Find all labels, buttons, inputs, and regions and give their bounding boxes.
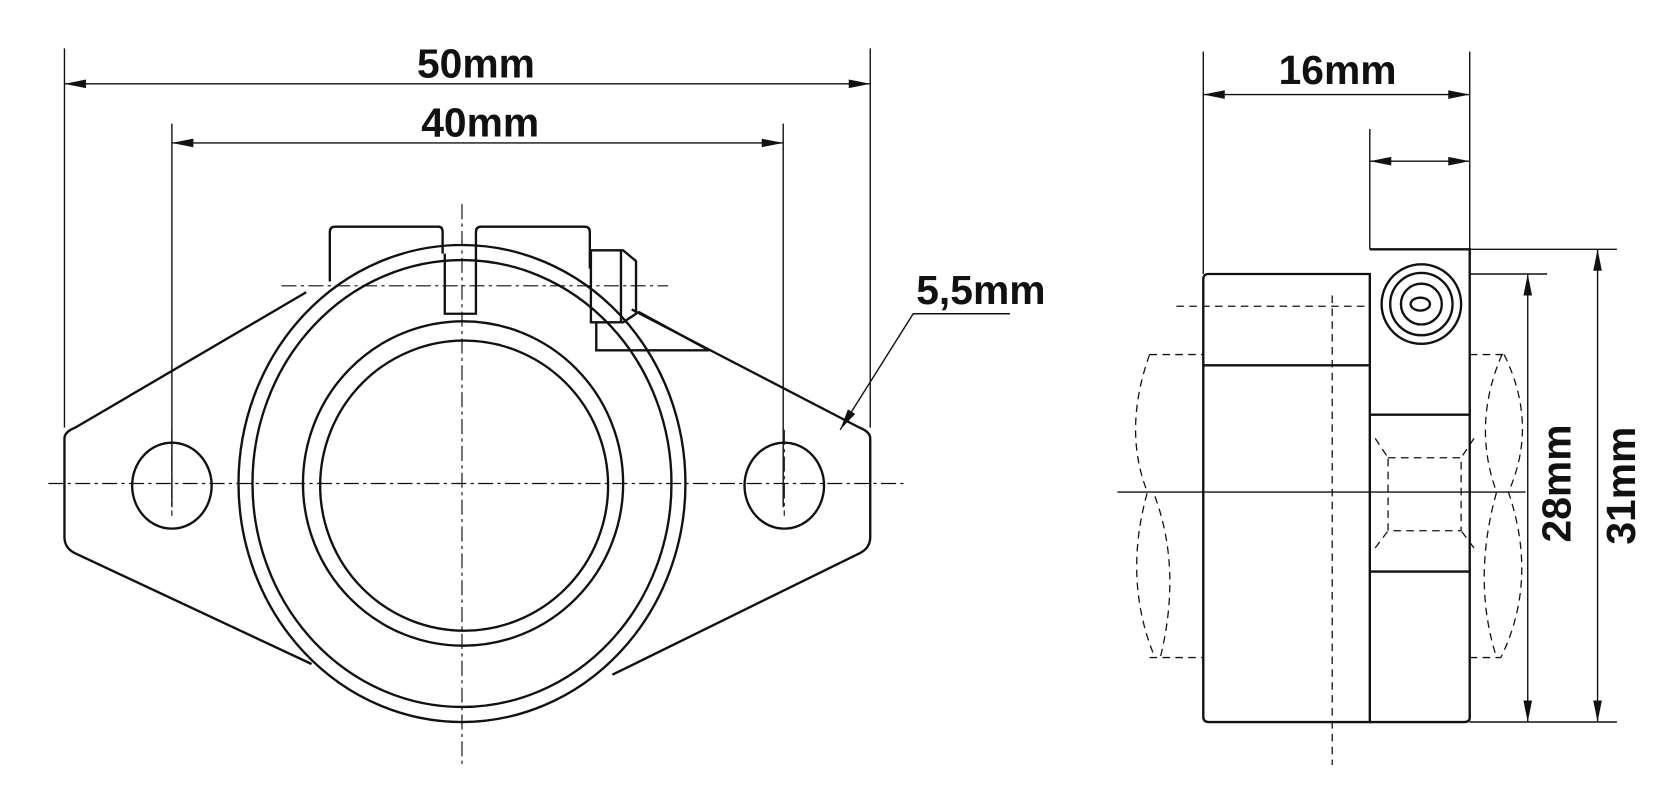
nut-pocket-hidden	[1374, 438, 1475, 549]
dim-label-31mm: 31mm	[1598, 427, 1644, 545]
leader-5-5mm	[839, 313, 1010, 431]
dim-label-28mm: 28mm	[1534, 425, 1580, 543]
front-view: 50mm 40mm 5,5mm	[48, 40, 1046, 765]
bore	[318, 339, 610, 632]
dim-label-16mm: 16mm	[1279, 47, 1397, 93]
dim-label-40mm: 40mm	[421, 99, 539, 145]
flange-outline	[63, 291, 872, 676]
dim-label-5-5mm: 5,5mm	[916, 267, 1045, 313]
screw-socket	[1409, 296, 1432, 312]
screw-head	[1380, 263, 1463, 346]
body-right	[1369, 248, 1471, 724]
screw-ring	[1399, 282, 1443, 326]
dim-label-50mm: 50mm	[417, 40, 535, 86]
side-view: 16mm 28mm 31mm	[1117, 47, 1644, 765]
clamp-screw	[589, 249, 710, 352]
shaft-hidden-lines	[1134, 353, 1524, 659]
body-left	[1202, 272, 1371, 724]
screw-ring	[1389, 271, 1454, 337]
clamp-tabs	[328, 225, 592, 315]
